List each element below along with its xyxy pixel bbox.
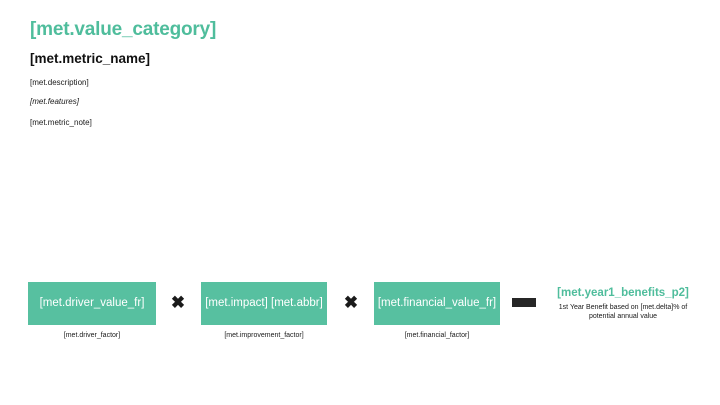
year1-benefit-subtitle: 1st Year Benefit based on [met.delta]% o… bbox=[558, 304, 688, 321]
formula-node-driver-caption: [met.driver_factor] bbox=[63, 332, 121, 339]
formula-node-financial-label: [met.financial_value_fr] bbox=[374, 282, 500, 325]
formula-node-driver[interactable]: [met.driver_value_fr] [met.driver_factor… bbox=[28, 282, 156, 340]
formula-node-impact-label: [met.impact] [met.abbr] bbox=[201, 282, 327, 325]
value-category-title: [met.value_category] bbox=[30, 19, 217, 40]
multiply-operator-icon-2: ✖ bbox=[343, 293, 359, 312]
formula-node-financial[interactable]: [met.financial_value_fr] [met.financial_… bbox=[374, 282, 500, 340]
multiply-operator-icon: ✖ bbox=[170, 293, 186, 312]
year1-benefit-result: [met.year1_benefits_p2] 1st Year Benefit… bbox=[548, 282, 698, 352]
formula-node-financial-caption: [met.financial_factor] bbox=[404, 332, 470, 339]
formula-node-impact[interactable]: [met.impact] [met.abbr] [met.improvement… bbox=[201, 282, 327, 340]
metric-features-text: [met.features] bbox=[30, 97, 79, 107]
metric-description-text: [met.description] bbox=[30, 77, 89, 87]
header-block: [met.value_category] [met.metric_name] [… bbox=[30, 19, 590, 128]
metric-name-heading: [met.metric_name] bbox=[30, 50, 151, 66]
equals-operator-icon bbox=[512, 298, 536, 307]
year1-benefit-title: [met.year1_benefits_p2] bbox=[557, 287, 689, 299]
value-formula-row: [met.driver_value_fr] [met.driver_factor… bbox=[0, 282, 720, 352]
formula-node-driver-label: [met.driver_value_fr] bbox=[28, 282, 156, 325]
metric-note-text: [met.metric_note] bbox=[30, 117, 92, 127]
formula-node-impact-caption: [met.improvement_factor] bbox=[224, 332, 304, 339]
